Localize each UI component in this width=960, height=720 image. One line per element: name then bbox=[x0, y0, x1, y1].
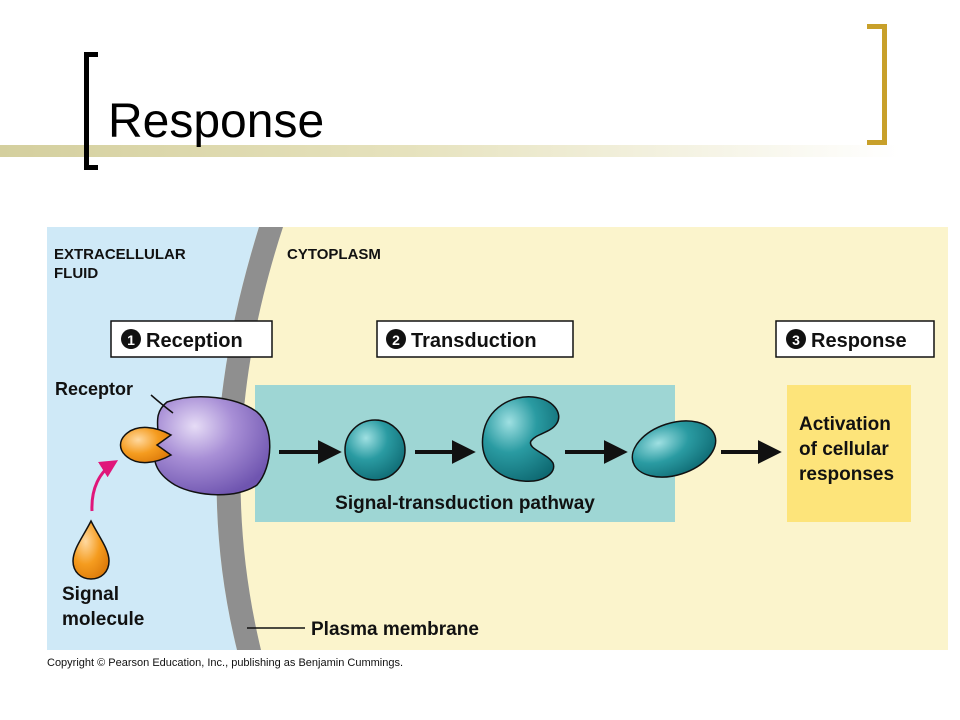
relay-molecule-1 bbox=[344, 419, 406, 481]
step-number-1: 1 bbox=[127, 332, 135, 348]
free-signal-molecule bbox=[72, 519, 110, 580]
step-label-response: Response bbox=[811, 330, 907, 352]
receptor-label: Receptor bbox=[55, 379, 133, 399]
extracellular-label: EXTRACELLULAR bbox=[54, 246, 186, 263]
slide-title: Response bbox=[108, 95, 325, 148]
right-bracket-decoration bbox=[867, 24, 887, 145]
response-box bbox=[787, 385, 911, 522]
response-text-line3: responses bbox=[799, 464, 894, 485]
extracellular-label-line2: FLUID bbox=[54, 265, 98, 282]
cytoplasm-label: CYTOPLASM bbox=[287, 246, 381, 263]
step-number-2: 2 bbox=[392, 332, 400, 348]
pathway-label: Signal-transduction pathway bbox=[335, 493, 595, 514]
step-transduction: 2 Transduction bbox=[376, 320, 574, 358]
left-bracket-decoration bbox=[84, 52, 98, 170]
cell-signaling-diagram: EXTRACELLULAR FLUID CYTOPLASM 1 Receptio… bbox=[47, 227, 948, 650]
step-response: 3 Response bbox=[775, 320, 935, 358]
step-label-transduction: Transduction bbox=[411, 330, 537, 352]
bound-signal-molecule bbox=[119, 426, 173, 464]
relay-molecule-3 bbox=[631, 420, 717, 478]
receptor-pointer-line bbox=[150, 394, 174, 414]
binding-arrow bbox=[90, 460, 119, 512]
membrane-label: Plasma membrane bbox=[311, 619, 479, 640]
title-underline bbox=[0, 145, 900, 157]
signal-label-line2: molecule bbox=[62, 609, 144, 630]
response-text-line2: of cellular bbox=[799, 439, 889, 460]
step-reception: 1 Reception bbox=[110, 320, 273, 358]
signal-label-line1: Signal bbox=[62, 584, 119, 605]
step-label-reception: Reception bbox=[146, 330, 243, 352]
relay-molecule-2 bbox=[481, 396, 560, 482]
copyright-notice: Copyright © Pearson Education, Inc., pub… bbox=[47, 657, 404, 669]
step-number-3: 3 bbox=[792, 332, 800, 348]
response-text-line1: Activation bbox=[799, 414, 891, 435]
